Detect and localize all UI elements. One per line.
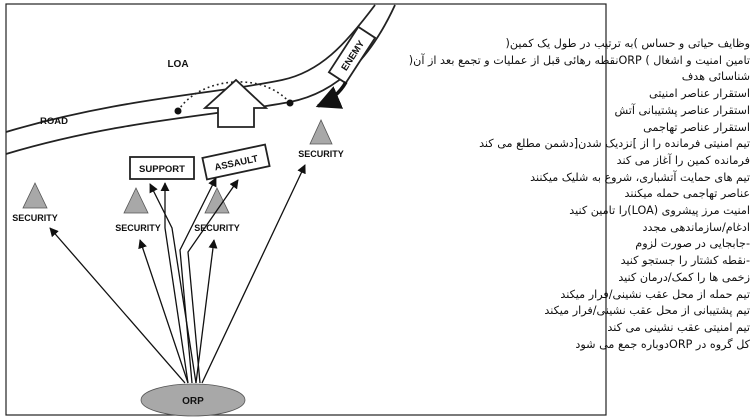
security-label: SECURITY [12, 213, 58, 223]
task-item: تامین امنیت و اشغال ) ORPنقطه رهائی قبل … [408, 53, 750, 67]
orp-area: ORP [140, 383, 246, 417]
assault-box: ASSAULT [201, 143, 271, 181]
task-item: تیم حمله از محل عقب نشینی/فرار میکند [560, 287, 750, 301]
route-arrow [195, 239, 218, 384]
task-list: وظایف حیاتی و حساس )به ترتیب در طول یک ک… [384, 36, 750, 353]
loa-label: LOA [167, 59, 188, 70]
route-arrow [138, 239, 189, 384]
task-item: تیم امنیتی عقب نشینی می کند [607, 320, 750, 334]
task-item: تیم امنیتی فرمانده را از ]نزدیک شدن[دشمن… [479, 137, 750, 151]
task-item: استقرار عناصر تهاجمی [643, 120, 750, 134]
loa-endpoint [174, 107, 182, 115]
route-arrow [149, 183, 197, 384]
task-item: فرمانده کمین را آغاز می کند [616, 153, 750, 167]
assault-direction-arrow [202, 78, 269, 128]
security-position-roadside: SECURITY [298, 119, 344, 159]
route-arrow [160, 182, 189, 384]
support-box: SUPPORT [129, 156, 195, 180]
task-item: عناصر تهاجمی حمله میکنند [624, 187, 750, 201]
route-arrow [201, 164, 306, 384]
task-item: ادغام/سازماندهی مجدد [642, 220, 750, 234]
task-item: -نقطه کشتار را جستجو کنید [620, 254, 750, 268]
support-label: SUPPORT [139, 164, 185, 175]
task-item: شناسائی هدف [681, 70, 750, 84]
task-item: زخمی ها را کمک/درمان کنید [618, 270, 750, 284]
task-item: استقرار عناصر پشتیبانی آتش [614, 103, 750, 117]
security-position-left: SECURITY [12, 182, 58, 223]
security-position-center-left: SECURITY [115, 187, 161, 233]
task-list-heading: وظایف حیاتی و حساس )به ترتیب در طول یک ک… [505, 37, 750, 50]
route-arrow [179, 177, 217, 384]
task-item: -جابجایی در صورت لزوم [635, 237, 750, 251]
road-label: ROAD [40, 116, 68, 127]
route-arrow [49, 227, 186, 384]
security-label: SECURITY [115, 223, 161, 233]
task-item: امنیت مرز پیشروی (LOA)را تامین کنید [569, 204, 750, 218]
task-item: استقرار عناصر امنیتی [649, 87, 750, 101]
task-item: کل گروه در ORPدوباره جمع می شود [575, 337, 750, 351]
security-label: SECURITY [298, 149, 344, 159]
orp-label: ORP [182, 396, 204, 407]
security-label: SECURITY [194, 223, 240, 233]
movement-routes [49, 164, 306, 384]
enemy-direction-arrow [315, 81, 348, 109]
route-arrow [187, 179, 239, 384]
task-item: تیم پشتیبانی از محل عقب نشینی/فرار میکند [544, 304, 750, 318]
task-item: تیم های حمایت آتشباری، شروع به شلیک میکن… [530, 170, 750, 184]
loa-endpoint [286, 99, 294, 107]
